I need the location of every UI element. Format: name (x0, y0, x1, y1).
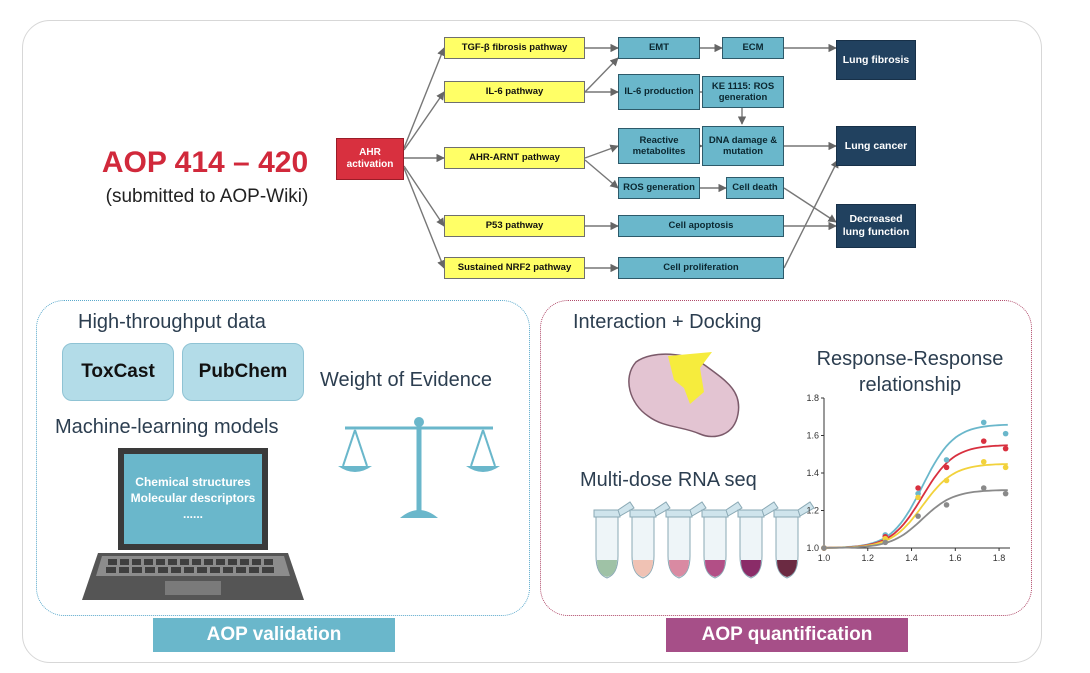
edge-ahr-il6 (403, 91, 445, 151)
edge-ahr-p53 (403, 165, 445, 227)
data-point (980, 419, 987, 426)
node-ke1115: KE 1115: ROS generation (702, 76, 784, 108)
node-cell-death: Cell death (726, 177, 784, 199)
y-tick-label: 1.2 (806, 506, 819, 516)
fit-curve (824, 489, 1008, 549)
data-point (943, 457, 950, 463)
edge-ahr-nrf2 (403, 167, 446, 269)
data-point (915, 513, 921, 519)
data-point (915, 494, 921, 501)
data-point (1002, 490, 1009, 497)
docking-label: Interaction + Docking (573, 311, 762, 333)
page-title: AOP 414 – 420 (101, 146, 309, 179)
data-point (821, 545, 827, 551)
laptop-screen-text: Chemical structures Molecular descriptor… (124, 474, 262, 523)
hts-label: High-throughput data (78, 311, 266, 333)
pubchem-badge: PubChem (182, 343, 304, 401)
screen-line-structures: Chemical structures (135, 475, 251, 489)
edge-arnt-ros (584, 159, 619, 189)
x-tick-label: 1.6 (949, 553, 962, 563)
data-point (1002, 430, 1009, 437)
toxcast-badge: ToxCast (62, 343, 174, 401)
x-tick-label: 1.2 (862, 553, 875, 563)
data-point (1002, 445, 1009, 452)
screen-line-descriptors: Molecular descriptors (130, 491, 256, 506)
node-ahr-activation: AHR activation (336, 138, 404, 180)
rr-line-2: relationship (858, 374, 962, 396)
x-tick-label: 1.8 (993, 553, 1006, 563)
validation-banner: AOP validation (153, 618, 395, 652)
node-p53-pathway: P53 pathway (444, 215, 585, 237)
data-point (980, 458, 987, 465)
rnaseq-label: Multi-dose RNA seq (580, 469, 757, 491)
node-emt: EMT (618, 37, 700, 59)
y-tick-label: 1.6 (806, 431, 819, 441)
data-point (882, 539, 889, 546)
node-lung-cancer: Lung cancer (836, 126, 916, 166)
node-reactive-metabolites: Reactive metabolites (618, 128, 700, 164)
y-tick-label: 1.4 (806, 468, 819, 478)
data-point (1002, 464, 1009, 471)
data-point (943, 477, 950, 484)
y-tick-label: 1.8 (806, 393, 819, 403)
x-tick-label: 1.0 (818, 553, 831, 563)
node-il6-production: IL-6 production (618, 74, 700, 110)
edge-proliferation-cancer (783, 159, 839, 269)
node-cell-apoptosis: Cell apoptosis (618, 215, 784, 237)
validation-panel (36, 300, 530, 616)
node-nrf2-pathway: Sustained NRF2 pathway (444, 257, 585, 279)
node-ros-generation: ROS generation (618, 177, 700, 199)
node-ahr-arnt-pathway: AHR-ARNT pathway (444, 147, 585, 169)
ml-label: Machine-learning models (55, 416, 279, 438)
quantification-panel (540, 300, 1032, 616)
edge-ahr-tgf (403, 47, 446, 149)
edge-il6-emt (584, 57, 619, 93)
quantification-banner: AOP quantification (666, 618, 908, 652)
node-cell-proliferation: Cell proliferation (618, 257, 784, 279)
data-point (943, 502, 950, 508)
screen-line-ellipsis: ...... (182, 507, 203, 522)
data-point (943, 464, 950, 471)
node-dna-damage: DNA damage & mutation (702, 126, 784, 166)
data-point (980, 485, 987, 491)
x-tick-label: 1.4 (905, 553, 918, 563)
rr-label: Response-Response relationship (800, 346, 1020, 398)
node-tgf-pathway: TGF-β fibrosis pathway (444, 37, 585, 59)
page-subtitle: (submitted to AOP-Wiki) (105, 186, 309, 207)
y-tick-label: 1.0 (806, 543, 819, 553)
node-ecm: ECM (722, 37, 784, 59)
woe-label: Weight of Evidence (320, 369, 492, 391)
node-decreased-lung-function: Decreased lung function (836, 204, 916, 248)
data-point (980, 438, 987, 444)
data-point (915, 485, 921, 491)
edge-arnt-reactive (584, 144, 619, 159)
edge-death-function (783, 187, 837, 223)
node-il6-pathway: IL-6 pathway (444, 81, 585, 103)
rr-line-1: Response-Response (816, 348, 1004, 370)
node-lung-fibrosis: Lung fibrosis (836, 40, 916, 80)
